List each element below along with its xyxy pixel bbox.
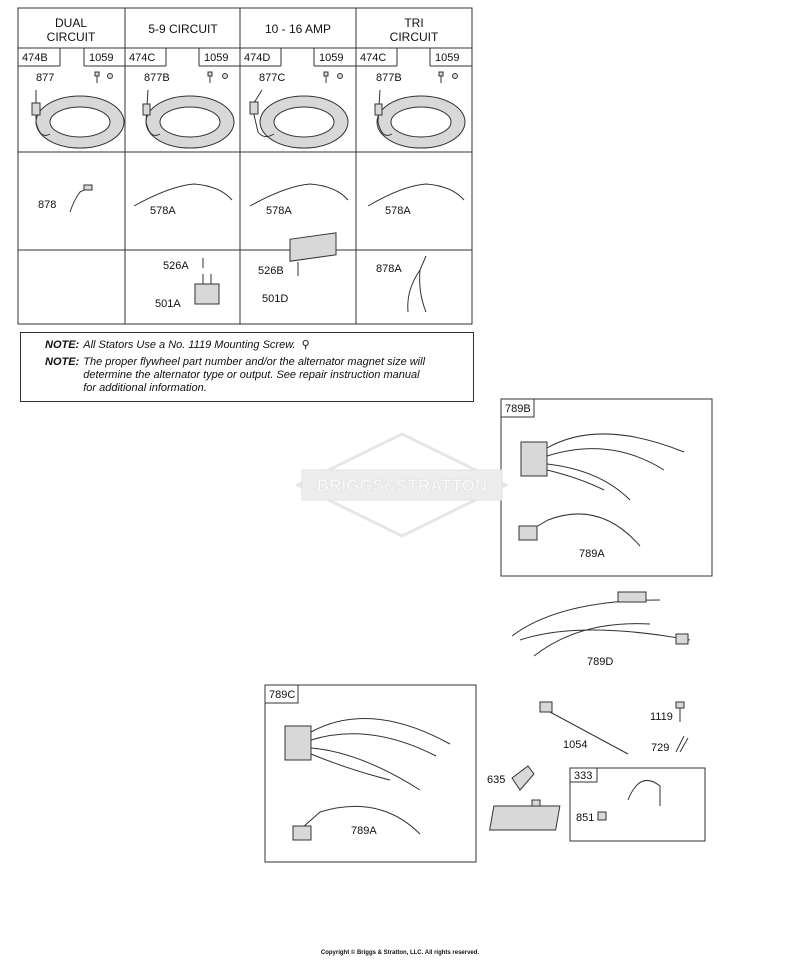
header-5-9-circuit: 5-9 CIRCUIT xyxy=(148,22,218,36)
part-label-1054: 1054 xyxy=(563,739,587,751)
lead-drawing xyxy=(249,183,349,207)
screw-icon xyxy=(675,701,685,722)
regulator-label: 501A xyxy=(155,298,181,310)
spark-plug-boot-drawing xyxy=(511,765,535,791)
harness-box-789c xyxy=(264,684,477,863)
lead-drawing xyxy=(133,183,233,207)
lead-label: 578A xyxy=(266,205,292,217)
harness-789b-drawing xyxy=(518,433,685,547)
screw-icon xyxy=(94,71,113,83)
screw-icon: ⚲ xyxy=(301,339,310,351)
lead-label: 578A xyxy=(385,205,411,217)
stator-label: 474B xyxy=(22,52,48,64)
ignition-armature-drawing xyxy=(489,779,661,831)
stator-label: 474C xyxy=(129,52,155,64)
lead-drawing xyxy=(407,255,427,313)
harness-789b-label: 789B xyxy=(505,403,531,415)
note-row: NOTE: The proper flywheel part number an… xyxy=(45,356,465,395)
connector-label: 877 xyxy=(36,72,54,84)
regulator-drawing xyxy=(289,232,337,276)
ignition-851-label: 851 xyxy=(576,812,594,824)
header-10-16-amp: 10 - 16 AMP xyxy=(265,22,331,36)
screw-icon xyxy=(323,71,343,83)
regulator-screw-label: 526B xyxy=(258,265,284,277)
tie-strap-drawing xyxy=(539,701,629,755)
harness-789c-label: 789C xyxy=(269,689,295,701)
connector-label: 877B xyxy=(144,72,170,84)
screw-label: 1059 xyxy=(204,52,228,64)
lead-label: 878A xyxy=(376,263,402,275)
note-text: for additional information. xyxy=(83,382,207,394)
connector-label: 877C xyxy=(259,72,285,84)
lead-drawing xyxy=(69,187,89,213)
part-label-635: 635 xyxy=(487,774,505,786)
note-row: NOTE: All Stators Use a No. 1119 Mountin… xyxy=(45,339,465,352)
notes-box: NOTE: All Stators Use a No. 1119 Mountin… xyxy=(20,332,474,402)
note-label: NOTE: xyxy=(45,356,80,368)
harness-789d-drawing xyxy=(511,591,691,657)
header-dual-line1: DUAL xyxy=(55,16,87,30)
header-dual-line2: CIRCUIT xyxy=(47,30,96,44)
screw-label: 1059 xyxy=(89,52,113,64)
note-text: determine the alternator type or output.… xyxy=(83,369,420,381)
watermark-text: BRIGGS&STRATTON xyxy=(317,476,487,495)
pin-drawing xyxy=(675,735,689,753)
screw-label: 1059 xyxy=(319,52,343,64)
header-tri-line1: TRI xyxy=(404,16,423,30)
stator-drawing-dual xyxy=(31,90,125,149)
harness-789a-label: 789A xyxy=(351,825,377,837)
lead-label: 878 xyxy=(38,199,56,211)
ignition-333-label: 333 xyxy=(574,770,592,782)
brand-watermark: BRIGGS&STRATTON xyxy=(296,432,508,538)
harness-box-789b xyxy=(500,398,713,577)
note-text: The proper flywheel part number and/or t… xyxy=(83,356,426,368)
part-label-729: 729 xyxy=(651,742,669,754)
ignition-box-333 xyxy=(569,767,706,842)
screw-label: 1059 xyxy=(435,52,459,64)
regulator-label: 501D xyxy=(262,293,288,305)
harness-789a-label: 789A xyxy=(579,548,605,560)
copyright-text: Copyright © Briggs & Stratton, LLC. All … xyxy=(320,950,480,956)
stator-label: 474D xyxy=(244,52,270,64)
part-label-1119: 1119 xyxy=(650,711,673,723)
header-tri-line2: CIRCUIT xyxy=(390,30,439,44)
lead-label: 578A xyxy=(150,205,176,217)
note-label: NOTE: xyxy=(45,339,80,351)
note-text: All Stators Use a No. 1119 Mounting Scre… xyxy=(83,339,296,351)
stator-label: 474C xyxy=(360,52,386,64)
regulator-screw-label: 526A xyxy=(163,260,189,272)
screw-icon xyxy=(438,71,458,83)
stator-drawing-5-9 xyxy=(142,89,235,149)
parts-table-grid xyxy=(17,7,473,325)
screw-icon xyxy=(207,71,228,83)
regulator-drawing xyxy=(194,258,220,305)
harness-789c-drawing xyxy=(284,718,451,841)
harness-789d-label: 789D xyxy=(587,656,613,668)
stator-drawing-tri xyxy=(374,89,466,149)
stator-drawing-10-16 xyxy=(249,89,349,149)
lead-drawing xyxy=(367,183,465,207)
connector-label: 877B xyxy=(376,72,402,84)
